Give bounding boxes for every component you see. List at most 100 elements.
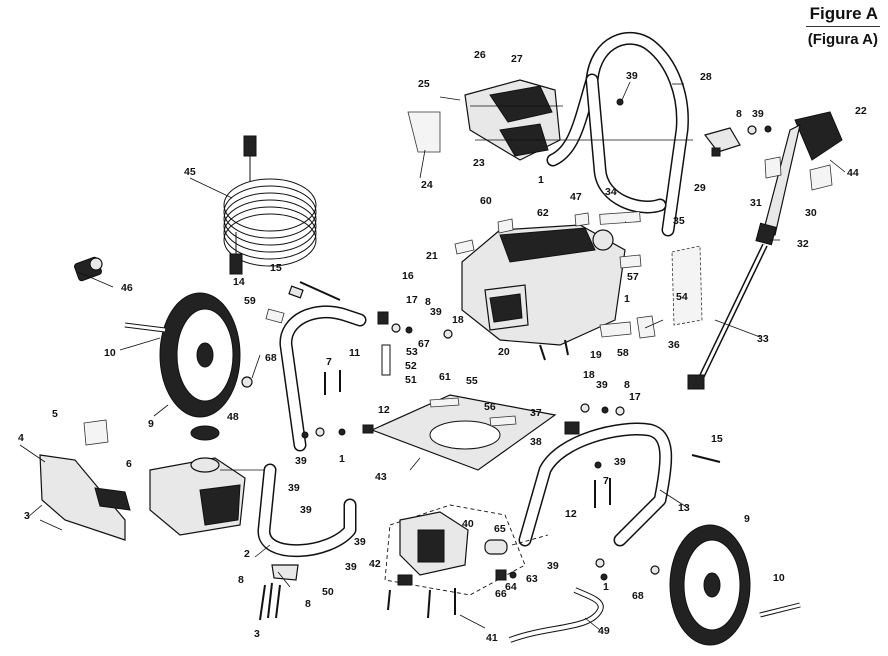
part-callout-63: 63 [526, 573, 538, 585]
right-frame [518, 422, 673, 547]
part-callout-53: 53 [406, 346, 418, 358]
part-callout-39: 39 [300, 504, 312, 516]
part-callout-39: 39 [430, 306, 442, 318]
part-callout-25: 25 [418, 78, 430, 90]
part-callout-62: 62 [537, 207, 549, 219]
part-callout-12: 12 [565, 508, 577, 520]
part-callout-24: 24 [421, 179, 433, 191]
part-callout-49: 49 [598, 625, 610, 637]
spray-gun [755, 111, 843, 246]
part-callout-8: 8 [624, 379, 630, 391]
part-callout-46: 46 [121, 282, 133, 294]
title-divider [806, 26, 880, 27]
part-callout-7: 7 [603, 475, 609, 487]
warning-label [671, 245, 703, 326]
part-callout-14: 14 [233, 276, 245, 288]
handle-frame [546, 31, 689, 237]
part-callout-44: 44 [847, 167, 859, 179]
part-callout-57: 57 [627, 271, 639, 283]
mounting-bracket [39, 454, 131, 541]
part-callout-39: 39 [752, 108, 764, 120]
wheel-left [159, 292, 241, 418]
part-callout-45: 45 [184, 166, 196, 178]
part-callout-18: 18 [452, 314, 464, 326]
part-callout-39: 39 [354, 536, 366, 548]
part-callout-9: 9 [148, 418, 154, 430]
engine-shroud [149, 457, 246, 536]
part-callout-8: 8 [425, 296, 431, 308]
part-callout-16: 16 [402, 270, 414, 282]
part-callout-40: 40 [462, 518, 474, 530]
part-callout-65: 65 [494, 523, 506, 535]
part-callout-47: 47 [570, 191, 582, 203]
part-callout-36: 36 [668, 339, 680, 351]
part-callout-8: 8 [736, 108, 742, 120]
part-callout-42: 42 [369, 558, 381, 570]
fuel-cap [190, 425, 220, 441]
part-callout-50: 50 [322, 586, 334, 598]
part-callout-35: 35 [673, 215, 685, 227]
spray-lance [687, 243, 768, 390]
part-callout-10: 10 [773, 572, 785, 584]
part-callout-6: 6 [126, 458, 132, 470]
wheel-right [669, 524, 751, 646]
part-callout-30: 30 [805, 207, 817, 219]
part-callout-10: 10 [104, 347, 116, 359]
left-frame [257, 305, 367, 558]
part-callout-22: 22 [855, 105, 867, 117]
part-callout-56: 56 [484, 401, 496, 413]
part-callout-8: 8 [305, 598, 311, 610]
engine [454, 211, 642, 361]
part-callout-15: 15 [270, 262, 282, 274]
decal-cards [599, 315, 656, 339]
part-callout-39: 39 [547, 560, 559, 572]
part-callout-13: 13 [678, 502, 690, 514]
part-callout-51: 51 [405, 374, 417, 386]
high-pressure-hose [223, 135, 317, 275]
pump-assembly [384, 504, 549, 596]
leader-lines [19, 81, 846, 631]
part-callout-67: 67 [418, 338, 430, 350]
part-callout-68: 68 [265, 352, 277, 364]
part-callout-39: 39 [596, 379, 608, 391]
figure-subtitle: (Figura A) [807, 31, 878, 48]
part-callout-2: 2 [244, 548, 250, 560]
part-callout-61: 61 [439, 371, 451, 383]
part-callout-55: 55 [466, 375, 478, 387]
nozzle-adapter [73, 256, 103, 282]
part-callout-8: 8 [238, 574, 244, 586]
axles [124, 322, 801, 618]
part-callout-3: 3 [24, 510, 30, 522]
part-callout-26: 26 [474, 49, 486, 61]
part-callout-12: 12 [378, 404, 390, 416]
decal-5 [83, 419, 109, 446]
part-callout-1: 1 [603, 581, 609, 593]
part-callout-48: 48 [227, 411, 239, 423]
part-callout-39: 39 [288, 482, 300, 494]
part-callout-39: 39 [614, 456, 626, 468]
part-callout-17: 17 [406, 294, 418, 306]
part-callout-64: 64 [505, 581, 517, 593]
part-callout-39: 39 [345, 561, 357, 573]
part-callout-54: 54 [676, 291, 688, 303]
part-callout-39: 39 [295, 455, 307, 467]
base-plate [370, 394, 557, 471]
part-callout-32: 32 [797, 238, 809, 250]
part-callout-66: 66 [495, 588, 507, 600]
part-callout-33: 33 [757, 333, 769, 345]
handle-connector [703, 127, 741, 157]
part-callout-19: 19 [590, 349, 602, 361]
part-callout-68: 68 [632, 590, 644, 602]
part-callout-28: 28 [700, 71, 712, 83]
part-callout-3: 3 [254, 628, 260, 640]
part-callout-7: 7 [326, 356, 332, 368]
part-callout-34: 34 [605, 186, 617, 198]
part-callout-15: 15 [711, 433, 723, 445]
part-callout-9: 9 [744, 513, 750, 525]
part-callout-11: 11 [349, 347, 360, 359]
part-callout-60: 60 [480, 195, 492, 207]
part-callout-59: 59 [244, 295, 256, 307]
